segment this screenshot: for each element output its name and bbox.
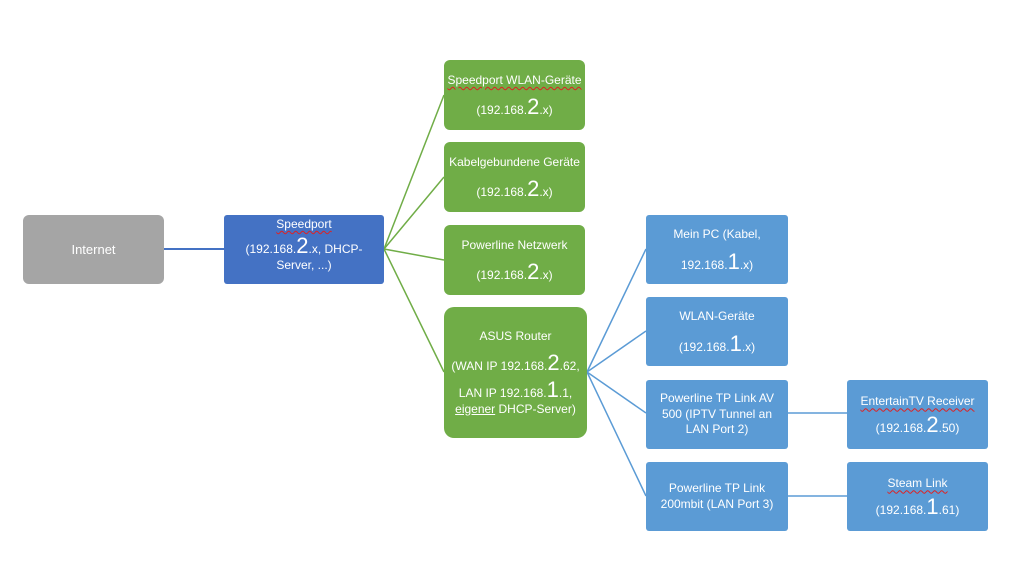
asus-wlan-title: WLAN-Geräte: [679, 309, 755, 324]
mein-pc-node: Mein PC (Kabel, 192.168.1.x): [646, 215, 788, 284]
speedport-ip: (192.168.2.x, DHCP-: [245, 233, 363, 259]
speedport-line3: Server, ...): [276, 258, 332, 273]
kabel-title: Kabelgebundene Geräte: [449, 154, 580, 169]
asus-wlan-ip: (192.168.1.x): [678, 330, 756, 356]
speedport-wlan-title: Speedport WLAN-Geräte: [447, 72, 582, 87]
speedport-title: Speedport: [276, 217, 332, 231]
powerline-av500-line3: LAN Port 2): [685, 422, 749, 437]
steam-node: Steam Link (192.168.1.61): [847, 462, 988, 531]
powerline-av500-line2: 500 (IPTV Tunnel an: [661, 406, 773, 421]
asus-dhcp: eigener DHCP-Server): [455, 401, 576, 416]
asus-wan-ip: (WAN IP 192.168.2.62,: [451, 350, 580, 376]
mein-pc-title: Mein PC (Kabel,: [673, 227, 761, 242]
entertain-ip: (192.168.2.50): [875, 411, 960, 437]
connector-speedport-wlan: [383, 94, 445, 250]
asus-title: ASUS Router: [479, 329, 552, 344]
connector-asus-wlan: [586, 330, 647, 373]
connector-asus-pc: [586, 248, 647, 373]
connector-speedport-powerline: [383, 248, 445, 261]
internet-label: Internet: [71, 241, 116, 257]
kabel-ip: (192.168.2.x): [476, 176, 553, 201]
entertain-title: EntertainTV Receiver: [860, 394, 975, 409]
asus-wlan-node: WLAN-Geräte (192.168.1.x): [646, 297, 788, 366]
steam-ip: (192.168.1.61): [875, 493, 960, 519]
connector-speedport-asus: [383, 248, 445, 373]
speedport-wlan-node: Speedport WLAN-Geräte (192.168.2.x): [444, 60, 585, 130]
entertain-node: EntertainTV Receiver (192.168.2.50): [847, 380, 988, 449]
powerline-netz-title: Powerline Netzwerk: [461, 237, 568, 252]
kabel-node: Kabelgebundene Geräte (192.168.2.x): [444, 142, 585, 212]
internet-node: Internet: [23, 215, 164, 284]
powerline-av500-line1: Powerline TP Link AV: [659, 391, 775, 406]
powerline-200-line1: Powerline TP Link: [668, 480, 766, 495]
asus-lan-ip: LAN IP 192.168.1.1,: [458, 376, 573, 402]
mein-pc-ip: 192.168.1.x): [680, 248, 754, 274]
connector-asus-pl200: [586, 371, 647, 497]
powerline-200-node: Powerline TP Link 200mbit (LAN Port 3): [646, 462, 788, 531]
powerline-netz-node: Powerline Netzwerk (192.168.2.x): [444, 225, 585, 295]
connector-speedport-kabel: [383, 176, 445, 250]
speedport-node: Speedport (192.168.2.x, DHCP- Server, ..…: [224, 215, 384, 284]
powerline-av500-node: Powerline TP Link AV 500 (IPTV Tunnel an…: [646, 380, 788, 449]
asus-router-node: ASUS Router (WAN IP 192.168.2.62, LAN IP…: [444, 307, 587, 438]
powerline-200-line2: 200mbit (LAN Port 3): [660, 496, 774, 511]
connector-asus-av500: [586, 371, 647, 414]
steam-title: Steam Link: [887, 476, 948, 491]
powerline-netz-ip: (192.168.2.x): [476, 259, 553, 284]
speedport-wlan-ip: (192.168.2.x): [476, 94, 553, 119]
